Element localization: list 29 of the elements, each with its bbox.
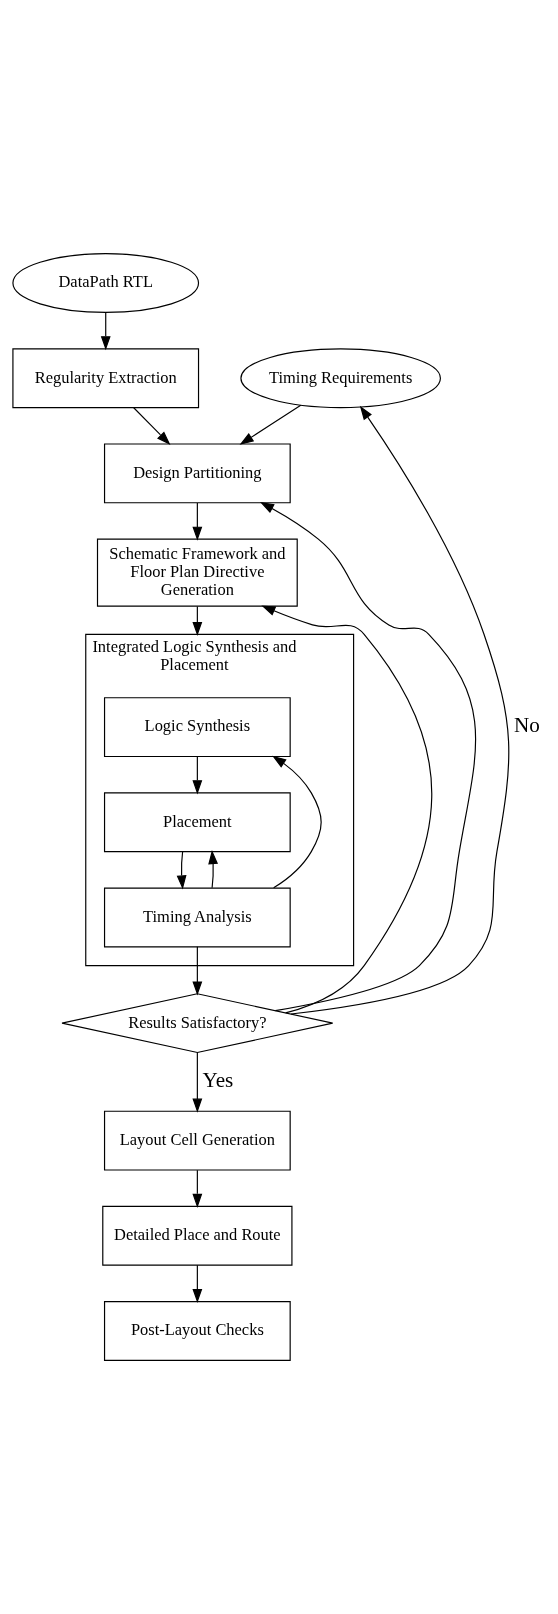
node-box: Post-Layout Checks bbox=[103, 1300, 291, 1361]
node-box: Design Partitioning bbox=[103, 443, 291, 504]
arrow bbox=[192, 756, 203, 795]
node-box: Logic Synthesis bbox=[103, 697, 291, 758]
arrow bbox=[192, 1264, 203, 1304]
arrow bbox=[133, 407, 171, 445]
node-box: Regularity Extraction bbox=[12, 348, 200, 409]
node-box: Timing Analysis bbox=[103, 887, 291, 948]
node-ellipse: DataPath RTL bbox=[12, 253, 200, 314]
arrow bbox=[259, 502, 477, 1012]
arrow bbox=[192, 1169, 203, 1208]
arrow bbox=[100, 312, 111, 351]
edge-label: Yes bbox=[202, 1068, 234, 1093]
node-box: Layout Cell Generation bbox=[103, 1110, 291, 1171]
arrow bbox=[272, 755, 322, 889]
arrow bbox=[208, 850, 219, 889]
arrow bbox=[192, 946, 203, 996]
edge-label: No bbox=[513, 713, 540, 738]
node-diamond: Results Satisfactory? bbox=[61, 993, 334, 1054]
node-box: Schematic Framework and Floor Plan Directive Generation bbox=[96, 538, 298, 607]
node-ellipse: Timing Requirements bbox=[240, 348, 441, 409]
arrow bbox=[176, 851, 187, 890]
arrow bbox=[192, 1052, 203, 1113]
arrow bbox=[239, 404, 302, 445]
node-box: Placement bbox=[103, 792, 291, 853]
node-box: Detailed Place and Route bbox=[102, 1205, 293, 1266]
arrow bbox=[192, 502, 203, 541]
arrow bbox=[290, 405, 510, 1015]
arrow bbox=[261, 605, 433, 1014]
